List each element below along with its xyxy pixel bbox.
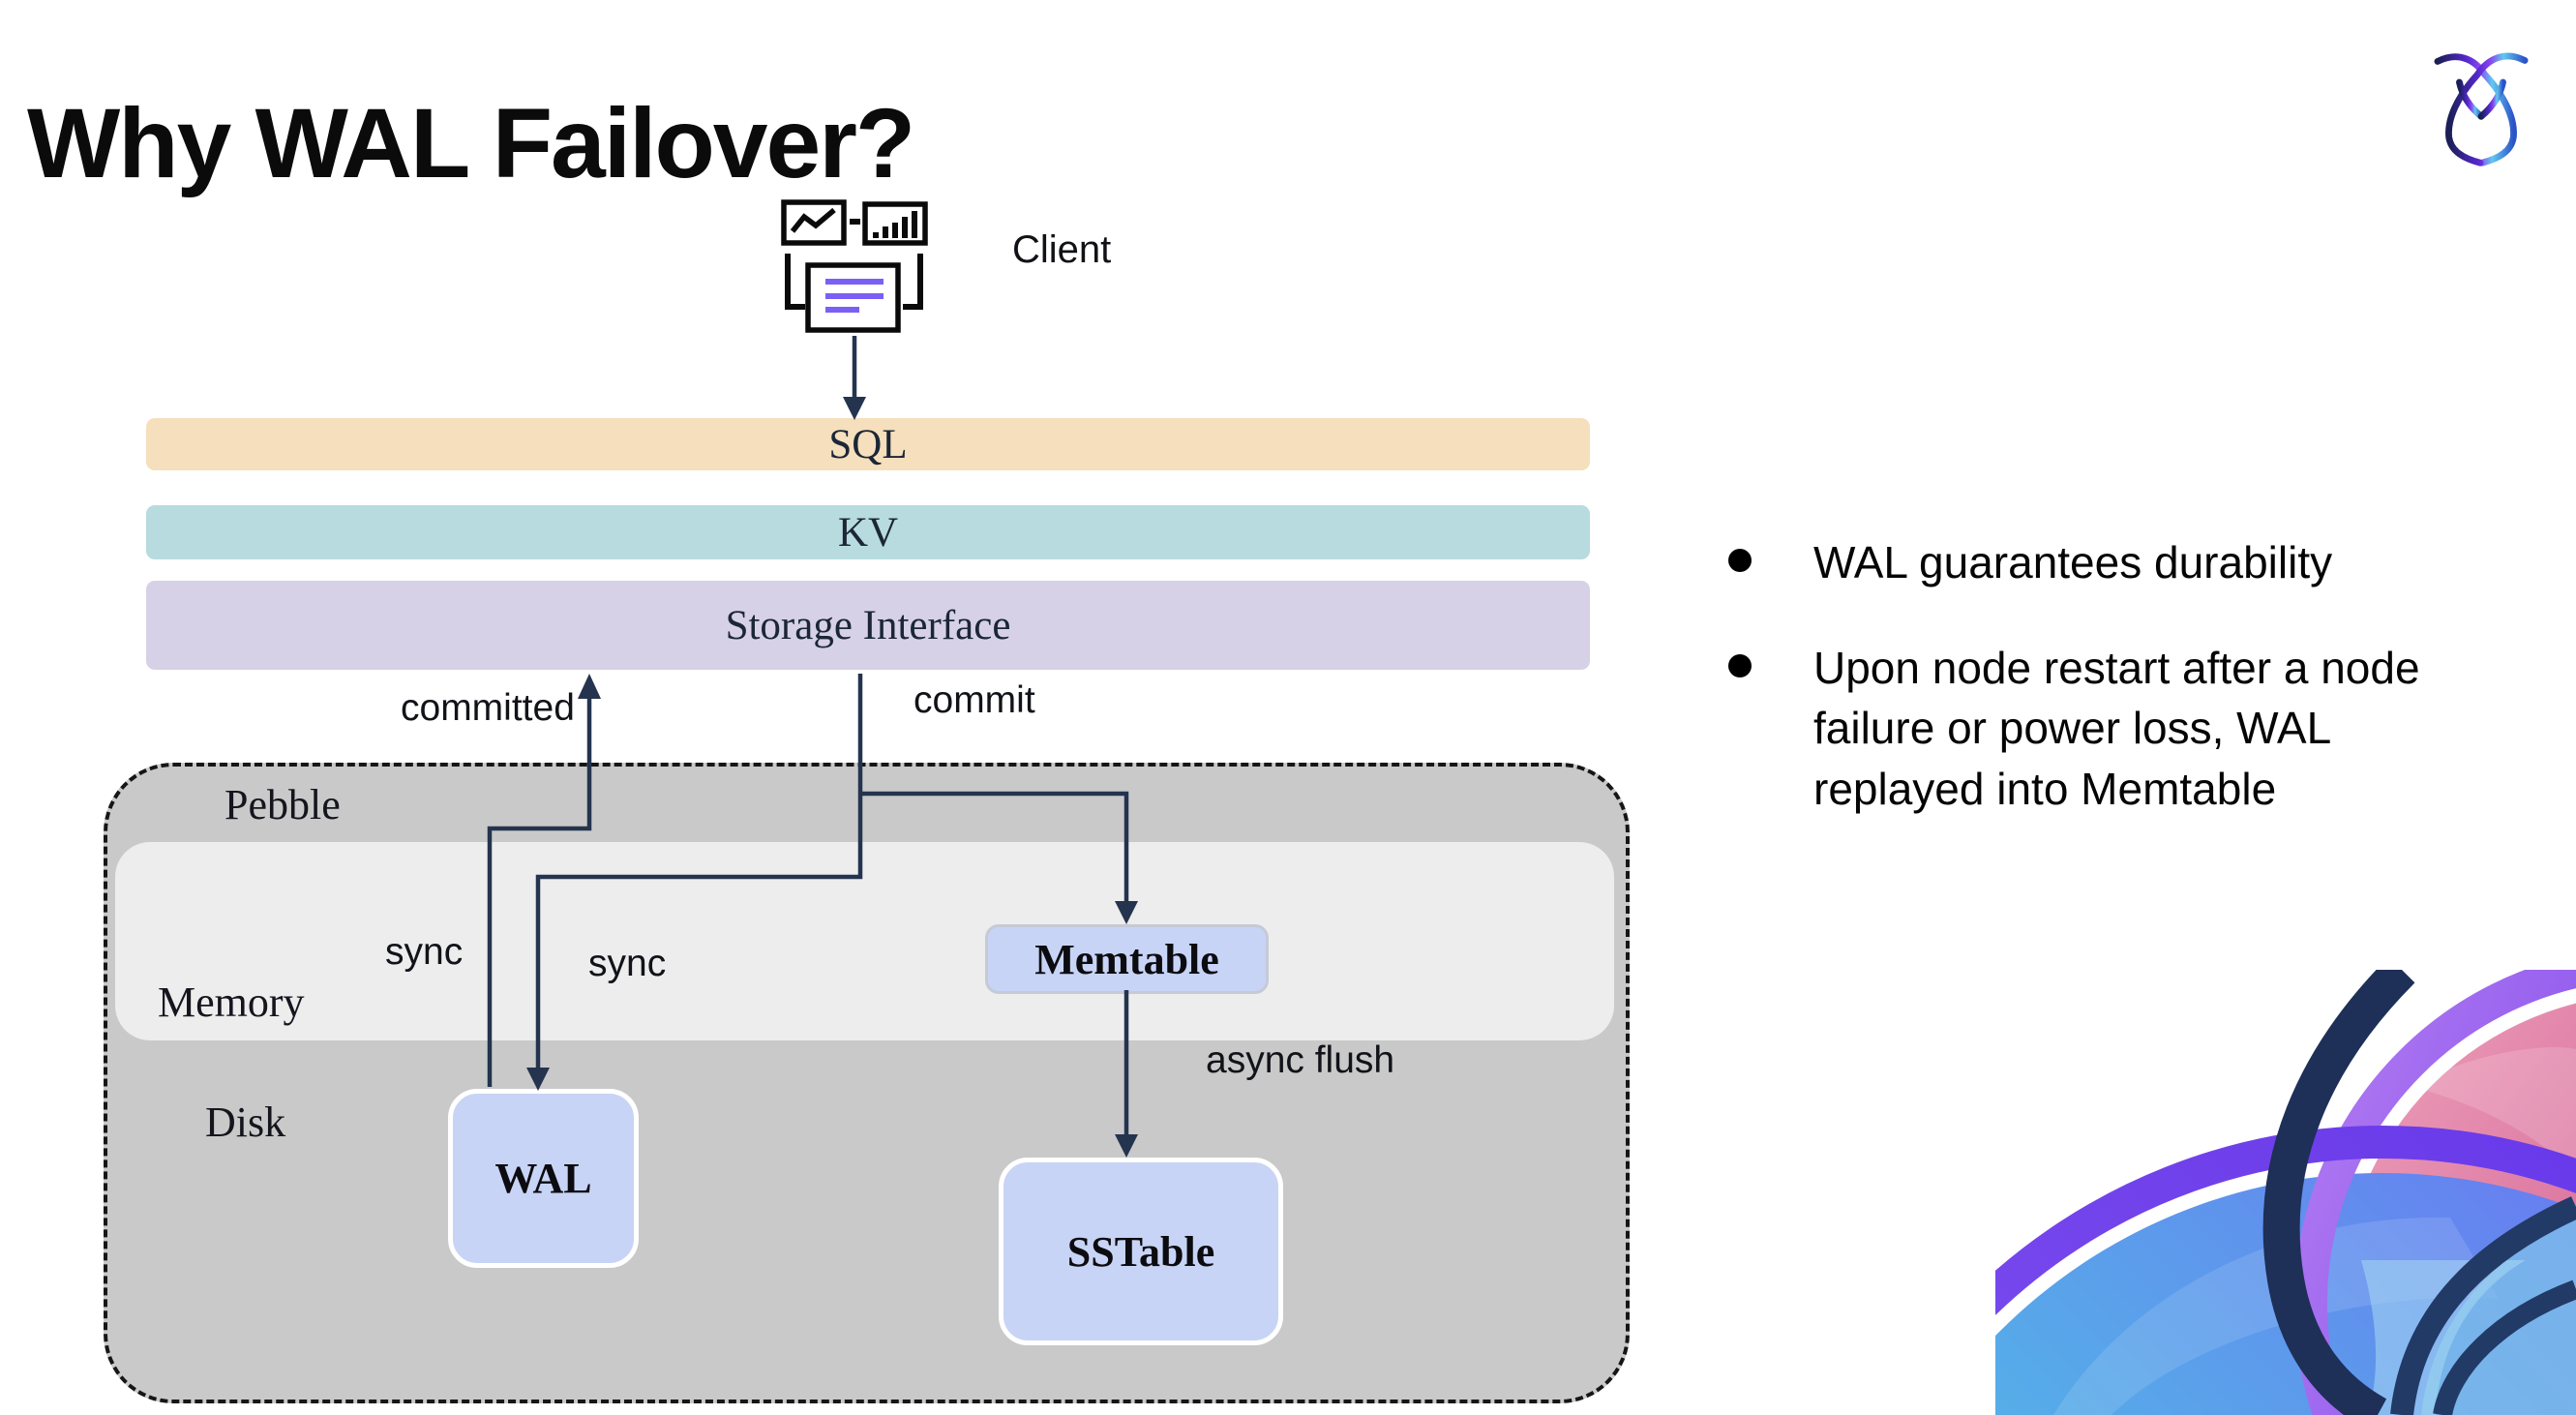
brand-gradient-circles-graphic bbox=[1995, 970, 2576, 1415]
edge-label-sync-1: sync bbox=[385, 931, 464, 973]
client-dashboard-terminal-icon bbox=[781, 199, 928, 333]
chart-line-icon bbox=[781, 199, 847, 246]
bracket-right-icon bbox=[903, 254, 923, 310]
bracket-left-icon bbox=[785, 254, 805, 310]
cockroachdb-logo-icon bbox=[2434, 52, 2529, 166]
sstable-node-label: SSTable bbox=[1066, 1227, 1215, 1276]
memtable-node-label: Memtable bbox=[1034, 935, 1219, 983]
memtable-node: Memtable bbox=[985, 924, 1269, 994]
layer-bar-kv-label: KV bbox=[837, 509, 899, 556]
bullet-list: WAL guarantees durability Upon node rest… bbox=[1728, 532, 2576, 863]
edge-label-async-flush: async flush bbox=[1206, 1039, 1395, 1081]
sstable-node: SSTable bbox=[999, 1158, 1283, 1345]
client-label: Client bbox=[1012, 228, 1112, 271]
bullet-text: WAL guarantees durability bbox=[1813, 537, 2333, 587]
layer-bar-storage-interface: Storage Interface bbox=[146, 581, 1590, 670]
list-item: Upon node restart after a node failure o… bbox=[1728, 638, 2576, 820]
layer-bar-storage-label: Storage Interface bbox=[725, 602, 1011, 648]
list-item: WAL guarantees durability bbox=[1728, 532, 2576, 593]
memory-band bbox=[115, 842, 1614, 1040]
edge-label-commit: commit bbox=[914, 679, 1035, 721]
page-title: Why WAL Failover? bbox=[27, 88, 915, 199]
wal-node-label: WAL bbox=[494, 1155, 592, 1202]
layer-bar-kv: KV bbox=[146, 505, 1590, 559]
bullet-text: Upon node restart after a node failure o… bbox=[1813, 642, 2420, 814]
edge-label-sync-2: sync bbox=[588, 943, 667, 984]
wal-node: WAL bbox=[448, 1089, 639, 1268]
bullet-dot-icon bbox=[1728, 549, 1752, 572]
edge-label-committed: committed bbox=[401, 687, 575, 729]
bullet-dot-icon bbox=[1728, 653, 1752, 677]
layer-bar-sql: SQL bbox=[146, 418, 1590, 470]
memory-label: Memory bbox=[158, 978, 305, 1026]
layer-bar-sql-label: SQL bbox=[828, 421, 908, 467]
pebble-label: Pebble bbox=[225, 781, 341, 828]
disk-label: Disk bbox=[205, 1099, 286, 1146]
